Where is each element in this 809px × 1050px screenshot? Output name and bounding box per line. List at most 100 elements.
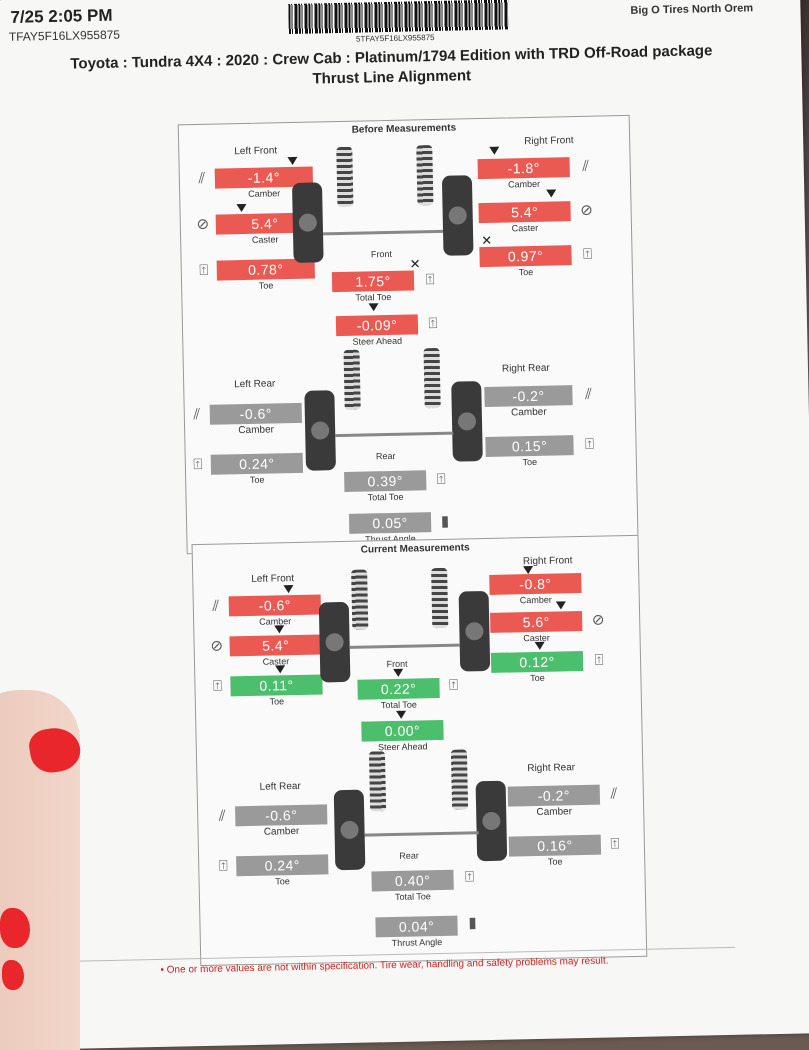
lr-camber-label: Camber [238, 424, 275, 437]
caster-icon: ⊘ [210, 637, 224, 655]
front-right-spring [416, 145, 434, 206]
toe-icon: ⍐ [610, 835, 620, 853]
rr-toe-label: Toe [522, 456, 538, 468]
camber-icon: ⫽ [582, 157, 590, 175]
thrust-angle-label: Thrust Angle [391, 937, 443, 949]
left-front-label: Left Front [234, 145, 278, 158]
rf-toe-label: Toe [518, 266, 534, 278]
rf-caster-gauge: 5.4° [478, 201, 571, 224]
toe-icon: ⍐ [193, 455, 203, 474]
lr-camber-label: Camber [263, 825, 300, 838]
rf-toe-label: Toe [530, 672, 545, 684]
left-rear-label: Left Rear [259, 780, 301, 793]
steer-ahead-label: Steer Ahead [352, 335, 403, 347]
before-measurements-panel: Before Measurements Left Front Right Fro… [177, 114, 639, 555]
rr-camber-label: Camber [536, 806, 573, 819]
total-toe-icon: ⍐ [436, 470, 446, 489]
lr-camber-gauge: -0.6° [235, 804, 328, 827]
front-total-toe-gauge: 0.22° [357, 678, 440, 700]
arrow-down-icon [555, 601, 566, 610]
total-toe-icon: ⍐ [464, 868, 475, 886]
current-measurements-panel: Current Measurements Left Front Right Fr… [191, 534, 648, 967]
toe-icon: ⍐ [218, 857, 228, 875]
arrow-down-icon [393, 668, 404, 677]
arrow-down-icon [546, 189, 557, 198]
front-total-toe-label: Total Toe [355, 291, 392, 303]
camber-icon: ⫽ [212, 597, 220, 615]
arrow-down-icon [236, 203, 247, 213]
camber-icon: ⫽ [193, 405, 201, 424]
rear-label: Rear [375, 450, 396, 462]
front-axle [323, 229, 444, 236]
left-rear-label: Left Rear [234, 378, 276, 391]
toe-icon: ⍐ [582, 245, 593, 263]
caster-icon: ⊘ [196, 215, 210, 233]
left-front-label: Left Front [251, 573, 295, 585]
lf-toe-label: Toe [258, 280, 274, 291]
steer-ahead-icon: ⍐ [428, 314, 438, 333]
toe-icon: ⍐ [199, 261, 209, 279]
rear-label: Rear [399, 850, 419, 861]
lr-toe-label: Toe [275, 876, 290, 887]
rr-toe-gauge: 0.16° [508, 834, 602, 857]
rf-camber-gauge: -0.8° [489, 573, 582, 595]
rr-toe-gauge: 0.15° [485, 435, 574, 457]
lf-caster-gauge: 5.4° [229, 634, 322, 657]
lf-toe-label: Toe [269, 696, 285, 707]
caster-icon: ⊘ [580, 201, 594, 219]
rf-camber-label: Camber [507, 178, 541, 190]
front-right-spring [431, 567, 449, 629]
rf-caster-label: Caster [511, 222, 539, 234]
caster-icon: ⊘ [591, 611, 605, 629]
barcode [288, 0, 509, 35]
rf-caster-gauge: 5.6° [490, 611, 583, 633]
toe-icon: ⍐ [594, 651, 604, 669]
rf-toe-gauge: 0.12° [490, 651, 584, 673]
thrust-angle-gauge: 0.05° [348, 512, 432, 534]
arrow-down-icon [534, 641, 545, 651]
right-front-label: Right Front [524, 135, 574, 148]
rear-axle [364, 831, 479, 837]
rear-total-toe-gauge: 0.39° [344, 470, 427, 492]
total-toe-icon: ⍐ [425, 271, 435, 289]
arrow-down-icon [275, 665, 286, 674]
total-toe-icon: ⍐ [448, 676, 459, 694]
toe-icon: ⍐ [584, 435, 595, 453]
arrow-down-icon [274, 625, 285, 634]
report-time: 7/25 2:05 PM [10, 5, 113, 27]
rear-right-spring [423, 347, 441, 409]
rr-camber-gauge: -0.2° [484, 385, 573, 408]
toe-icon: ⍐ [212, 677, 223, 695]
rr-camber-label: Camber [510, 406, 547, 419]
right-rear-label: Right Rear [501, 362, 550, 375]
lf-toe-gauge: 0.11° [230, 674, 323, 697]
front-left-spring [336, 146, 354, 208]
front-left-spring [351, 569, 369, 630]
camber-icon: ⫽ [584, 385, 592, 403]
rear-left-spring [343, 349, 361, 410]
page-title: Toyota : Tundra 4X4 : 2020 : Crew Cab : … [11, 40, 772, 96]
rear-total-toe-label: Total Toe [367, 491, 404, 503]
camber-icon: ⫽ [218, 807, 226, 825]
camber-icon: ⫽ [610, 785, 618, 803]
rr-toe-label: Toe [547, 856, 563, 867]
arrow-down-icon [287, 156, 298, 166]
vin-number: TFAY5F16LX955875 [8, 27, 121, 44]
barcode-text: 5TFAY5F16LX955875 [355, 32, 435, 44]
rear-left-spring [368, 751, 387, 812]
front-total-toe-gauge: 1.75° [331, 270, 415, 293]
rf-toe-gauge: 0.97° [479, 245, 572, 268]
thrust-angle-icon: ▮ [468, 914, 477, 932]
thrust-angle-gauge: 0.04° [375, 915, 458, 938]
rear-total-toe-gauge: 0.40° [371, 869, 454, 892]
rf-camber-gauge: -1.8° [477, 157, 570, 180]
lr-toe-gauge: 0.24° [210, 452, 304, 475]
steer-ahead-gauge: 0.00° [361, 719, 444, 742]
lf-camber-gauge: -0.6° [228, 594, 322, 617]
rr-camber-gauge: -0.2° [507, 784, 601, 807]
arrow-down-icon [489, 146, 500, 155]
rear-right-spring [450, 749, 469, 810]
right-rear-label: Right Rear [527, 762, 576, 775]
arrow-down-icon [396, 710, 407, 719]
